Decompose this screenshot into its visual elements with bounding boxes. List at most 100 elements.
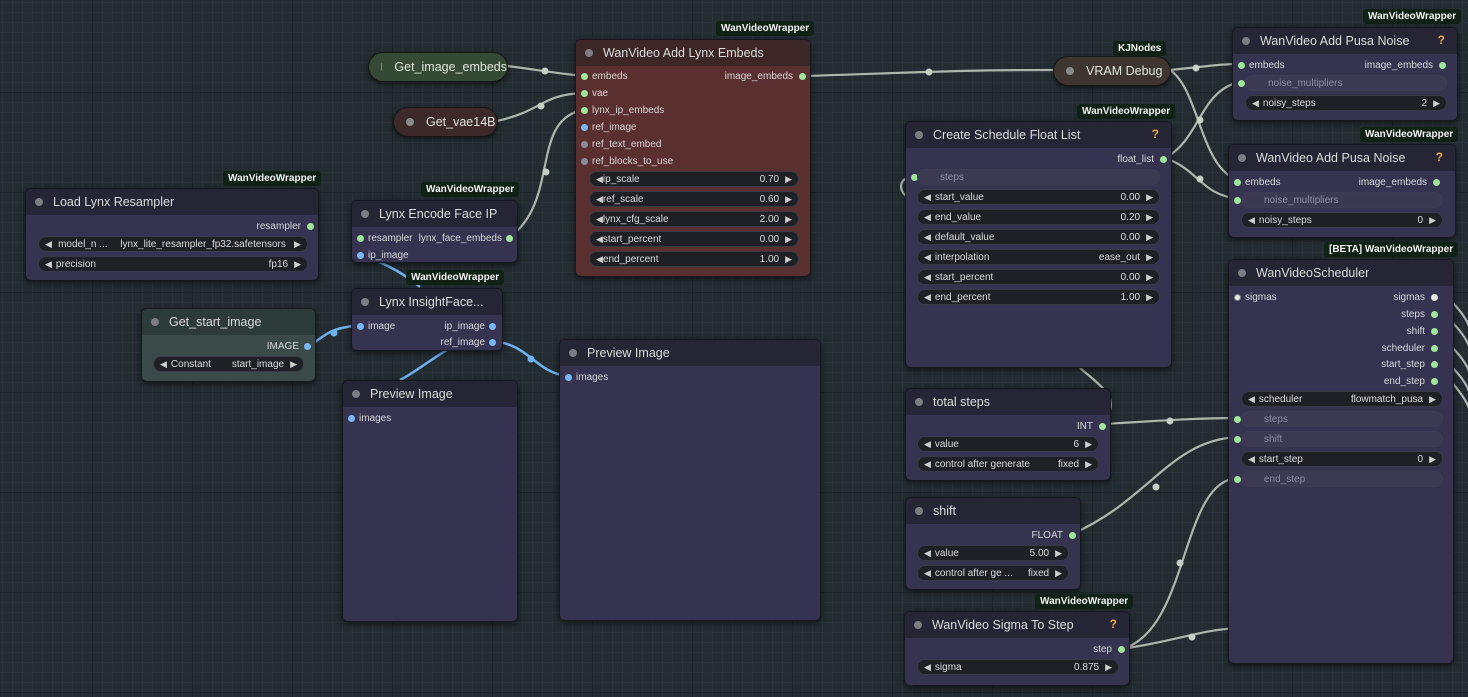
collapse-dot-icon[interactable] (585, 49, 593, 57)
collapse-dot-icon[interactable] (915, 131, 923, 139)
help-icon[interactable]: ? (1109, 617, 1117, 631)
node-header[interactable]: WanVideo Add Pusa Noise? (1229, 145, 1455, 171)
noise-multipliers-input[interactable]: noise_multipliers (1241, 192, 1443, 208)
input-socket[interactable] (581, 73, 588, 80)
output-socket[interactable] (1069, 532, 1076, 539)
input-socket[interactable] (581, 124, 588, 131)
input-socket[interactable] (1234, 179, 1241, 186)
output-socket[interactable] (1431, 361, 1438, 368)
collapse-dot-icon[interactable] (915, 507, 923, 515)
noise-multipliers-input[interactable]: noise_multipliers (1245, 75, 1447, 91)
input-socket[interactable] (1234, 294, 1241, 301)
preview-image-node-left[interactable]: Preview Image images (342, 380, 518, 622)
output-socket[interactable] (489, 323, 496, 330)
output-socket[interactable] (307, 223, 314, 230)
wanvideo-scheduler-node[interactable]: WanVideoScheduler sigmas sigmas steps sh… (1228, 259, 1454, 664)
node-header[interactable]: WanVideoScheduler (1229, 260, 1453, 286)
lynx-insightface-node[interactable]: Lynx InsightFace... image ip_image ref_i… (351, 288, 503, 351)
input-socket[interactable] (911, 174, 918, 181)
node-header[interactable]: shift (906, 498, 1080, 524)
steps-input-widget[interactable]: steps (1241, 411, 1443, 427)
create-schedule-float-list-node[interactable]: Create Schedule Float List? float_list s… (905, 121, 1172, 368)
output-socket[interactable] (506, 235, 513, 242)
model-name-widget[interactable]: ◀model_n ...lynx_lite_resampler_fp32.saf… (38, 236, 308, 252)
collapse-dot-icon[interactable] (151, 318, 159, 326)
node-header[interactable]: Preview Image (560, 340, 820, 366)
input-socket[interactable] (1238, 80, 1245, 87)
node-header[interactable]: total steps (906, 389, 1110, 415)
output-socket[interactable] (1431, 345, 1438, 352)
collapse-dot-icon[interactable] (1066, 67, 1074, 75)
output-socket[interactable] (799, 73, 806, 80)
node-header[interactable]: Get_start_image (142, 309, 315, 335)
input-socket[interactable] (1238, 62, 1245, 69)
get-image-embeds-node[interactable]: Get_image_embeds (368, 52, 508, 82)
output-socket[interactable] (1431, 328, 1438, 335)
help-icon[interactable]: ? (1151, 127, 1159, 141)
vram-debug-node[interactable]: VRAM Debug (1053, 56, 1171, 86)
input-socket[interactable] (348, 415, 355, 422)
add-lynx-embeds-node[interactable]: WanVideo Add Lynx Embeds embeds vae lynx… (575, 39, 811, 277)
input-socket[interactable] (1234, 197, 1241, 204)
load-lynx-resampler-node[interactable]: Load Lynx Resampler resampler ◀model_n .… (25, 188, 319, 281)
collapse-dot-icon[interactable] (1238, 154, 1246, 162)
node-header[interactable]: Lynx Encode Face IP (352, 201, 517, 227)
input-socket[interactable] (581, 90, 588, 97)
output-socket[interactable] (1099, 423, 1106, 430)
collapse-dot-icon[interactable] (352, 390, 360, 398)
lynx-encode-face-ip-node[interactable]: Lynx Encode Face IP resampler ip_image l… (351, 200, 518, 263)
input-socket[interactable] (581, 107, 588, 114)
collapse-dot-icon[interactable] (569, 349, 577, 357)
node-header[interactable]: WanVideo Add Pusa Noise? (1233, 28, 1457, 54)
collapse-dot-icon[interactable] (361, 210, 369, 218)
collapse-dot-icon[interactable] (406, 118, 414, 126)
add-pusa-noise-node-2[interactable]: WanVideo Add Pusa Noise? embeds image_em… (1228, 144, 1456, 238)
output-socket[interactable] (1118, 646, 1125, 653)
output-socket[interactable] (1431, 378, 1438, 385)
node-header[interactable]: Lynx InsightFace... (352, 289, 502, 315)
input-socket[interactable] (357, 323, 364, 330)
control-after-generate-widget[interactable]: ◀control after ge ...fixed▶ (917, 565, 1069, 581)
output-socket[interactable] (1431, 294, 1438, 301)
help-icon[interactable]: ? (1437, 33, 1445, 47)
add-pusa-noise-node-1[interactable]: WanVideo Add Pusa Noise? embeds image_em… (1232, 27, 1458, 121)
help-icon[interactable]: ? (1435, 150, 1443, 164)
collapse-dot-icon[interactable] (381, 63, 383, 71)
collapse-dot-icon[interactable] (361, 298, 369, 306)
input-socket[interactable] (1234, 476, 1241, 483)
input-socket[interactable] (581, 141, 588, 148)
get-vae-node[interactable]: Get_vae14B (393, 107, 498, 137)
node-header[interactable]: Create Schedule Float List? (906, 122, 1171, 148)
input-socket[interactable] (357, 235, 364, 242)
output-socket[interactable] (1439, 62, 1446, 69)
output-socket[interactable] (1433, 179, 1440, 186)
collapse-dot-icon[interactable] (915, 398, 923, 406)
collapse-dot-icon[interactable] (35, 198, 43, 206)
input-socket[interactable] (1234, 436, 1241, 443)
shift-input-widget[interactable]: shift (1241, 431, 1443, 447)
input-socket[interactable] (1234, 416, 1241, 423)
node-header[interactable]: WanVideo Add Lynx Embeds (576, 40, 810, 66)
output-socket[interactable] (304, 343, 311, 350)
